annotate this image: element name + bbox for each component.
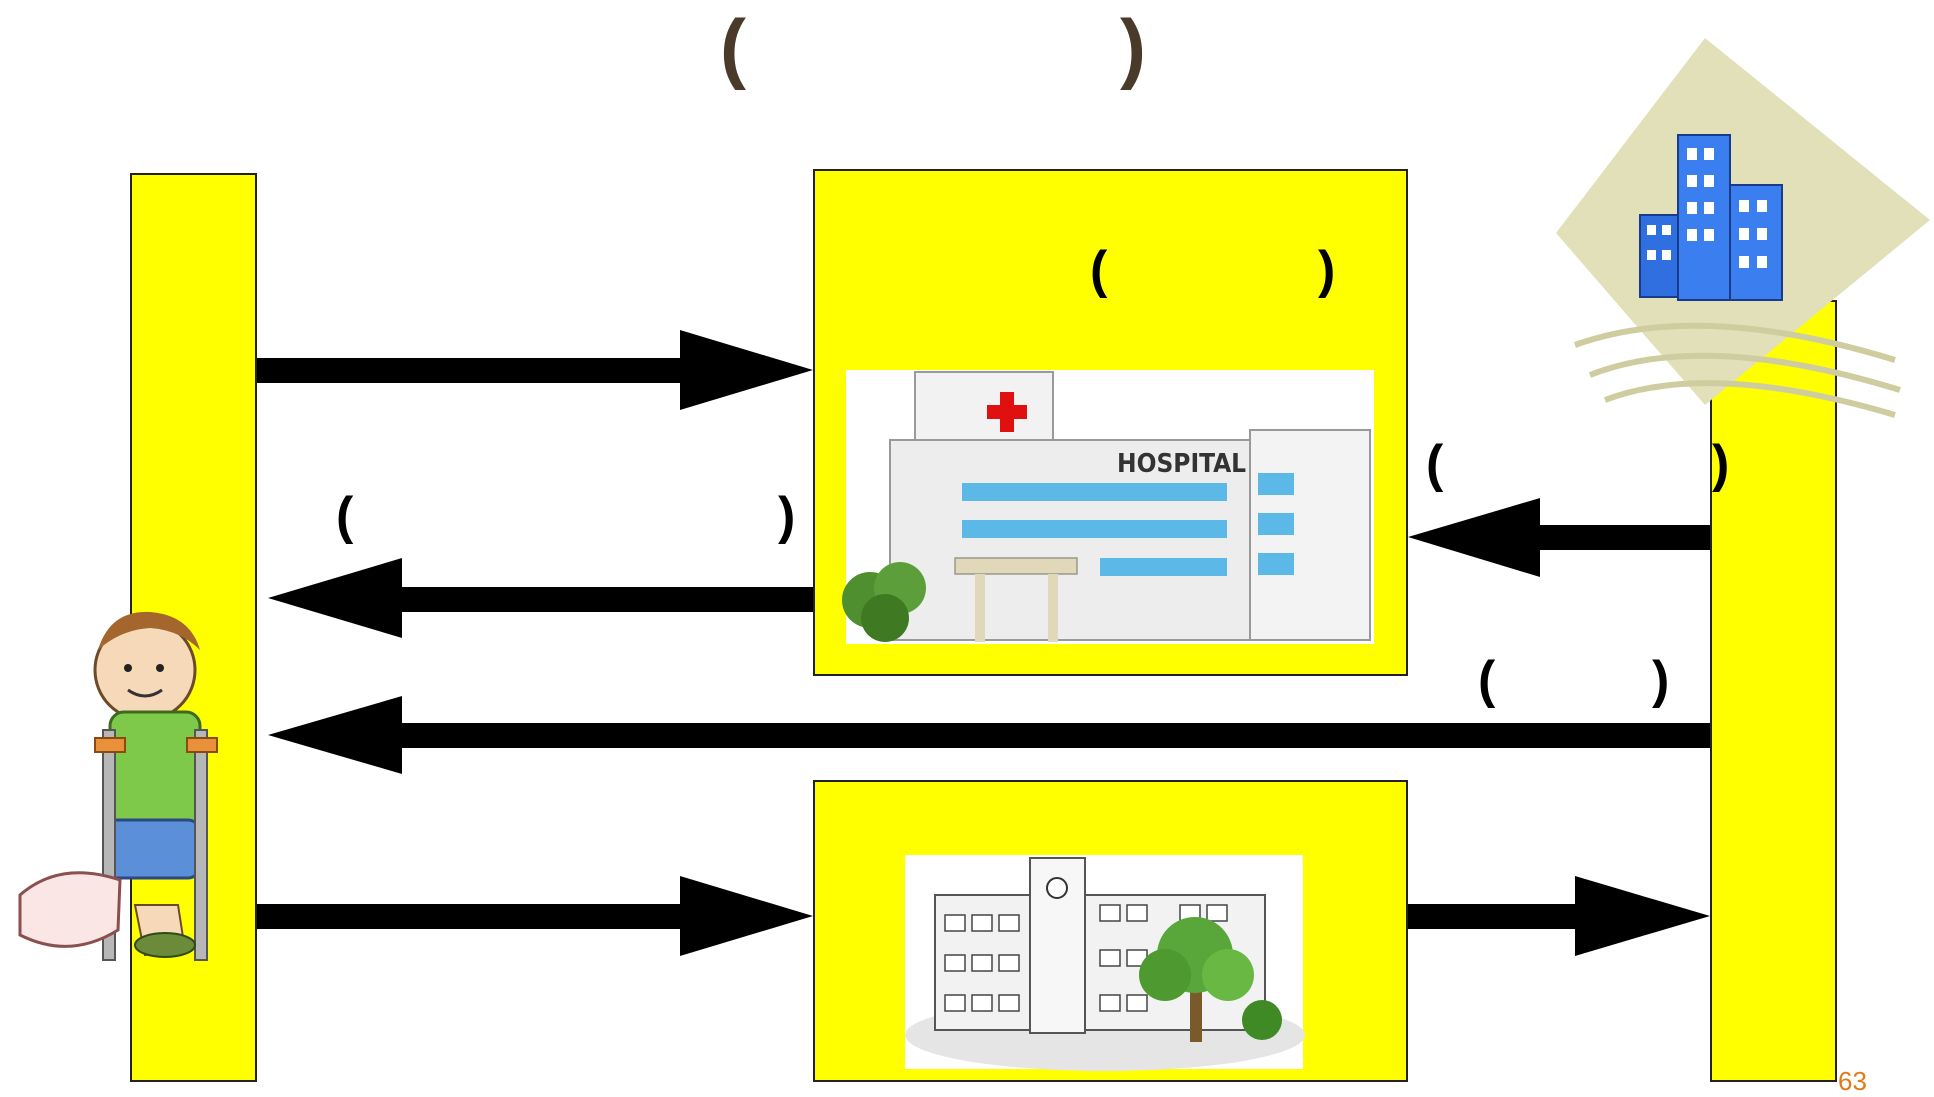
insurer-to-hospital-close-paren: ) [1712,435,1730,493]
arrow-patient-to-hospital [257,330,813,410]
hospital-box-open-paren: ( [1090,241,1108,299]
arrow-insurer-to-patient [268,696,1710,774]
hospital-building-icon: HOSPITAL [842,370,1374,644]
title-close-paren: ) [1120,3,1146,91]
hospital-box-close-paren: ) [1318,241,1336,299]
arrow-patient-to-school [257,876,813,956]
hospital-to-patient-close-paren: ) [778,487,796,545]
insurer-column [1710,300,1837,1082]
title-open-paren: ( [720,3,746,91]
hospital-sign: HOSPITAL [1117,449,1246,479]
arrow-school-to-insurer [1408,876,1710,956]
insurer-to-patient-open-paren: ( [1478,651,1496,709]
arrow-insurer-to-hospital [1408,498,1710,577]
patient-on-crutches-icon [18,611,218,961]
arrow-hospital-to-patient [268,558,813,638]
school-building-icon [905,855,1305,1071]
insurer-to-hospital-open-paren: ( [1426,435,1444,493]
hospital-to-patient-open-paren: ( [336,487,354,545]
insurer-to-patient-close-paren: ) [1652,651,1670,709]
office-buildings-icon [1556,38,1930,418]
